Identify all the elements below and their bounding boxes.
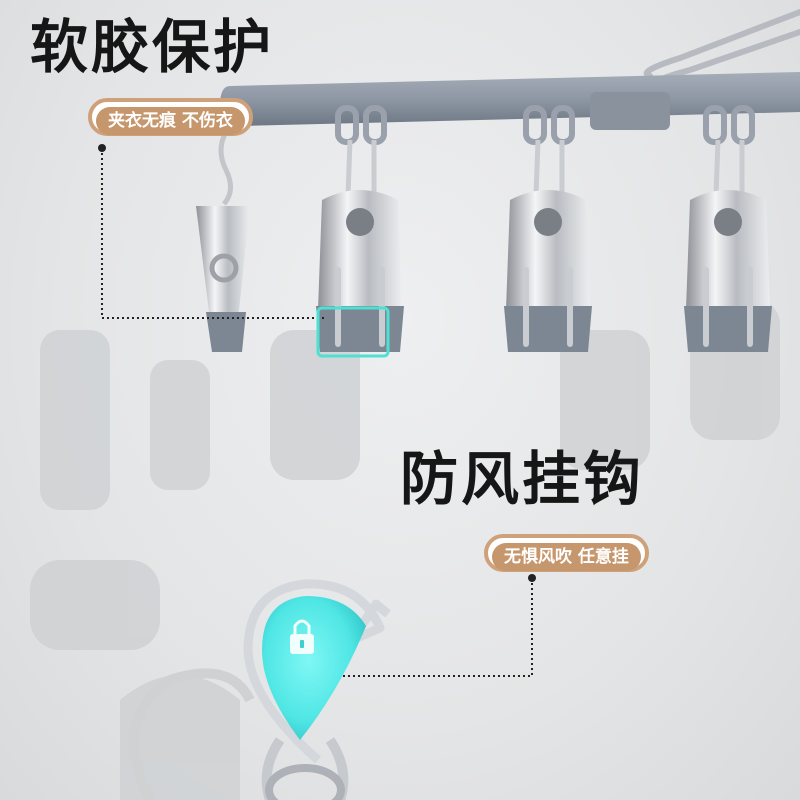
lock-icon <box>290 619 314 654</box>
callout-dot <box>528 574 536 582</box>
feature-badge-windproof: 无惧风吹 任意挂 <box>484 534 649 572</box>
clip-1 <box>316 105 404 352</box>
highlight-box <box>316 306 390 358</box>
top-hook <box>643 9 800 85</box>
headline-windproof-hook: 防风挂钩 <box>400 445 645 513</box>
feature-badge-text: 夹衣无痕 不伤衣 <box>96 107 245 135</box>
feature-badge-text: 无惧风吹 任意挂 <box>492 543 641 571</box>
clip-left <box>196 130 250 352</box>
headline-soft-glue-protection: 软胶保护 <box>30 13 275 81</box>
wall-shadows <box>30 300 780 800</box>
windproof-hook <box>129 579 391 800</box>
clip-3 <box>684 105 772 352</box>
hanger-rail <box>220 72 800 130</box>
feature-badge-no-marks: 夹衣无痕 不伤衣 <box>88 98 253 136</box>
clip-2 <box>504 105 592 352</box>
callout-dot <box>98 144 106 152</box>
clip-group <box>196 105 772 352</box>
callout-lines <box>101 148 533 677</box>
